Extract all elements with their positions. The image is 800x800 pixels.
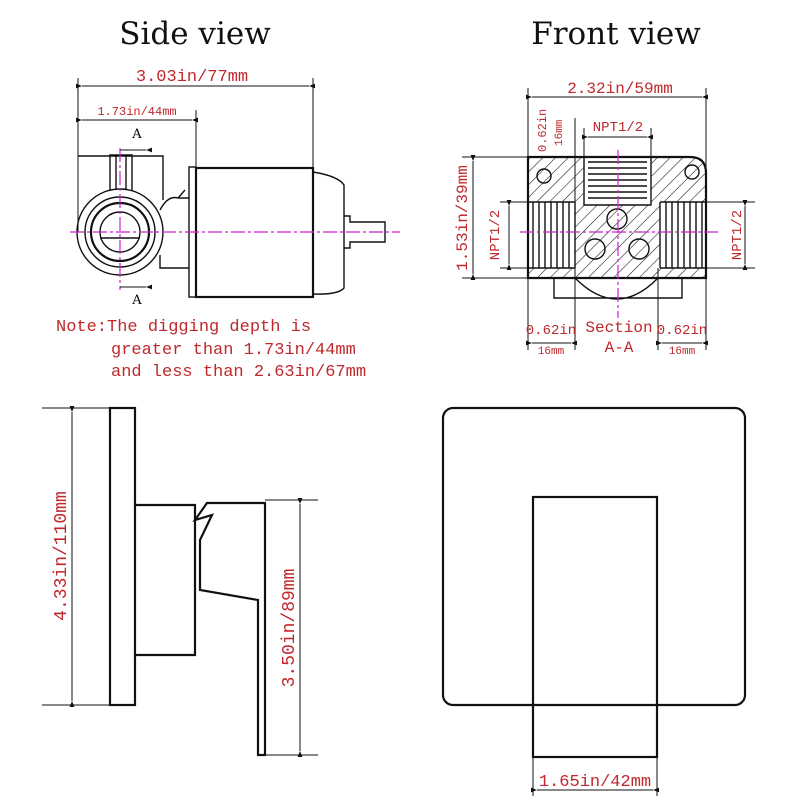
right-offset-in-label: 0.62in xyxy=(657,323,707,339)
plate-height-label: 4.33in/110mm xyxy=(52,491,72,621)
trim-front-drawing xyxy=(441,406,747,796)
left-port-label: NPT1/2 xyxy=(488,210,504,260)
left-offset-in-label: 0.62in xyxy=(526,323,576,339)
body-depth-label: 1.73in/44mm xyxy=(97,105,176,119)
right-port-label: NPT1/2 xyxy=(730,210,746,260)
trim-side-drawing xyxy=(42,406,318,757)
right-offset-mm-label: 16mm xyxy=(669,346,696,358)
width-label: 2.32in/59mm xyxy=(567,80,673,98)
side-view-drawing xyxy=(70,78,400,299)
handle-width-label: 1.65in/42mm xyxy=(539,773,651,792)
height-label: 1.53in/39mm xyxy=(454,165,472,271)
top-port-label: NPT1/2 xyxy=(593,120,643,136)
note-line-2: greater than 1.73in/44mm xyxy=(111,341,356,360)
section-id-label: A-A xyxy=(605,339,634,357)
left-offset-mm-label: 16mm xyxy=(538,346,565,358)
note-line-1: Note:The digging depth is xyxy=(56,318,311,337)
note-line-3: and less than 2.63in/67mm xyxy=(111,363,366,382)
side-view-title: Side view xyxy=(119,16,271,52)
section-marker-bottom: A xyxy=(131,293,142,308)
top-offset-in-label: 0.62in xyxy=(536,109,550,152)
section-label: Section xyxy=(585,319,652,337)
top-offset-mm-label: 16mm xyxy=(554,119,566,146)
overall-length-label: 3.03in/77mm xyxy=(136,68,248,87)
handle-height-label: 3.50in/89mm xyxy=(280,569,300,688)
front-view-title: Front view xyxy=(531,16,701,52)
section-marker-top: A xyxy=(131,127,142,142)
section-view-drawing xyxy=(462,88,755,350)
